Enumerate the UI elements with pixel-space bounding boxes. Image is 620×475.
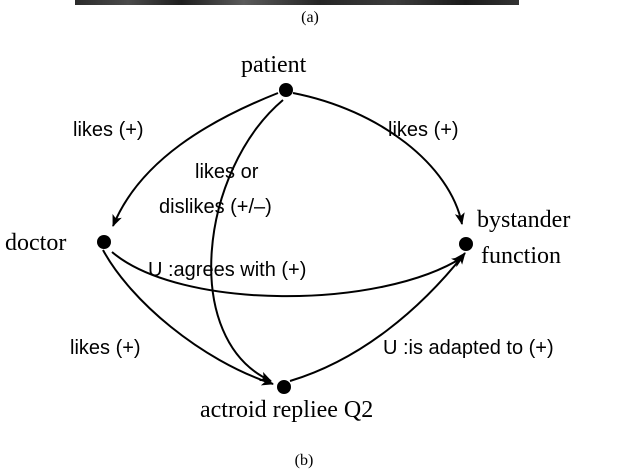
edge-label-patient-doctor: likes (+)	[73, 119, 144, 141]
node-label-bystander-line1: bystander	[477, 207, 570, 233]
node-label-doctor: doctor	[5, 230, 66, 256]
edge-doctor-bystander	[111, 251, 464, 298]
edge-label-patient-repliee-line2: dislikes (+/–)	[159, 196, 272, 218]
photo-strip	[75, 0, 519, 5]
edge-label-repliee-bystander: U :is adapted to (+)	[383, 337, 554, 359]
node-label-bystander-line2: function	[481, 243, 561, 269]
edge-patient-repliee	[210, 99, 284, 382]
edge-label-patient-repliee-line1: likes or	[195, 161, 259, 183]
node-label-repliee: actroid repliee Q2	[200, 397, 373, 423]
edge-label-patient-bystander: likes (+)	[388, 119, 459, 141]
edge-label-doctor-repliee: likes (+)	[70, 337, 141, 359]
edge-doctor-repliee	[102, 249, 274, 386]
edge-label-doctor-bystander: U :agrees with (+)	[148, 259, 306, 281]
caption-b: (b)	[295, 452, 314, 469]
edge-repliee-bystander	[289, 252, 466, 382]
node-label-patient: patient	[241, 52, 307, 78]
node-bystander	[459, 237, 473, 251]
node-doctor	[97, 235, 111, 249]
caption-a: (a)	[301, 9, 319, 26]
edge-patient-bystander	[292, 92, 465, 225]
node-patient	[279, 83, 293, 97]
edge-patient-doctor	[112, 92, 279, 227]
node-repliee	[277, 380, 291, 394]
